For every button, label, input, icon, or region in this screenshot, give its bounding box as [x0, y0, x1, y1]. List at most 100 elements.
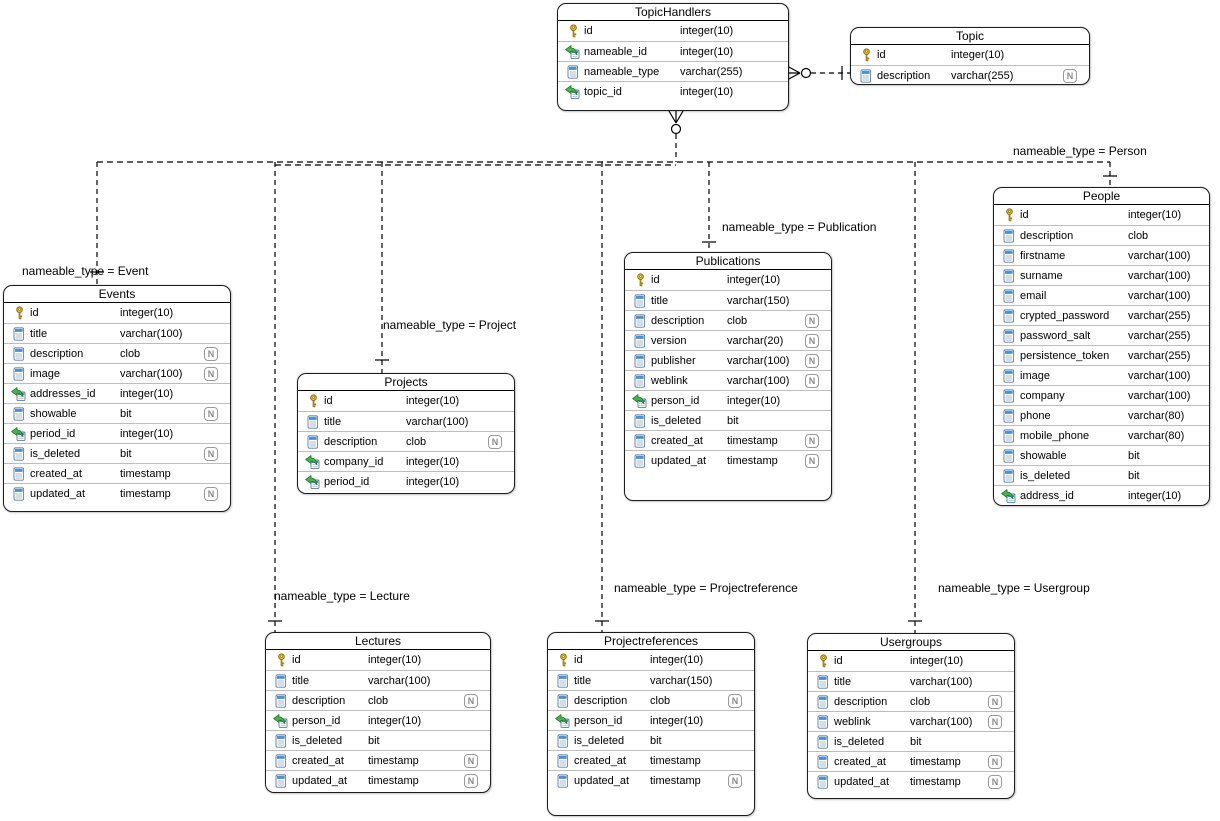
field-type: varchar(100) [120, 327, 183, 340]
nullable-icon: N [805, 313, 819, 328]
foreign-key-icon [302, 474, 324, 489]
field-type: varchar(80) [1128, 429, 1185, 442]
field-name: version [651, 334, 687, 347]
field-name: person_id [651, 394, 700, 407]
field-name: person_id [292, 714, 341, 727]
column-icon [270, 773, 292, 788]
column-icon [998, 348, 1020, 363]
nullable-icon: N [805, 333, 819, 348]
column-icon [998, 328, 1020, 343]
field-type: clob [368, 694, 389, 707]
field-name: nameable_id [584, 45, 647, 58]
nullable-icon: N [988, 714, 1002, 729]
field-name: password_salt [1020, 329, 1091, 342]
table-title: Projects [298, 374, 514, 391]
foreign-key-icon [8, 426, 30, 441]
field-name: is_deleted [651, 414, 702, 427]
field-type: integer(10) [368, 654, 422, 666]
field-type: varchar(255) [951, 69, 1014, 82]
nullable-icon: N [204, 446, 218, 461]
field-name: is_deleted [1020, 469, 1071, 482]
field-name: id [584, 25, 593, 37]
field-type: integer(10) [406, 455, 460, 468]
column-icon [855, 68, 877, 83]
nullable-icon: N [805, 373, 819, 388]
field-name: created_at [574, 754, 626, 767]
field-name: description [574, 694, 628, 707]
column-icon [629, 413, 651, 428]
column-icon [812, 774, 834, 789]
field-type: timestamp [120, 467, 171, 480]
field-name: id [324, 395, 333, 407]
field-type: bit [1128, 469, 1140, 482]
column-icon [552, 753, 574, 768]
relationship-label-usergroup: nameable_type = Usergroup [938, 581, 1090, 595]
column-icon [8, 486, 30, 501]
foreign-key-icon [562, 84, 584, 99]
field-type: clob [406, 435, 427, 448]
field-type: integer(10) [680, 25, 734, 37]
primary-key-icon [552, 653, 574, 667]
field-row-is_deleted: is_deleted bit [994, 465, 1209, 485]
field-type: clob [727, 314, 748, 327]
optional-circle-icon [670, 123, 682, 135]
relationship-label-project: nameable_type = Project [383, 318, 517, 332]
field-name: id [651, 274, 660, 286]
field-type: varchar(100) [1128, 369, 1191, 382]
field-name: person_id [574, 714, 623, 727]
primary-key-icon [8, 306, 30, 320]
field-type: timestamp [727, 434, 778, 447]
field-type: varchar(100) [1128, 249, 1191, 262]
column-icon [998, 428, 1020, 443]
foreign-key-icon [302, 454, 324, 469]
field-type: bit [650, 734, 662, 747]
field-name: id [292, 654, 301, 666]
field-name: id [834, 655, 843, 667]
field-name: title [574, 674, 592, 687]
field-type: integer(10) [727, 394, 781, 407]
field-type: timestamp [650, 754, 701, 767]
field-name: created_at [30, 467, 82, 480]
field-type: varchar(100) [368, 674, 431, 687]
nullable-icon: N [988, 774, 1002, 789]
column-icon [302, 434, 324, 449]
field-name: created_at [834, 755, 886, 768]
field-type: bit [1128, 449, 1140, 462]
column-icon [812, 734, 834, 749]
field-type: varchar(255) [1128, 309, 1191, 322]
field-name: is_deleted [574, 734, 625, 747]
nullable-icon: N [204, 366, 218, 381]
field-name: description [651, 314, 705, 327]
column-icon [302, 414, 324, 429]
nullable-icon: N [805, 433, 819, 448]
table-title: TopicHandlers [558, 4, 788, 21]
field-type: clob [910, 695, 931, 708]
column-icon [270, 693, 292, 708]
field-type: varchar(100) [406, 415, 469, 428]
field-type: integer(10) [650, 654, 704, 666]
primary-key-icon [270, 653, 292, 667]
field-name: showable [1020, 449, 1067, 462]
nullable-icon: N [464, 753, 478, 768]
foreign-key-icon [998, 488, 1020, 503]
field-row-created_at: created_at timestamp [548, 750, 754, 770]
nullable-icon: N [204, 346, 218, 361]
field-name: persistence_token [1020, 349, 1110, 362]
